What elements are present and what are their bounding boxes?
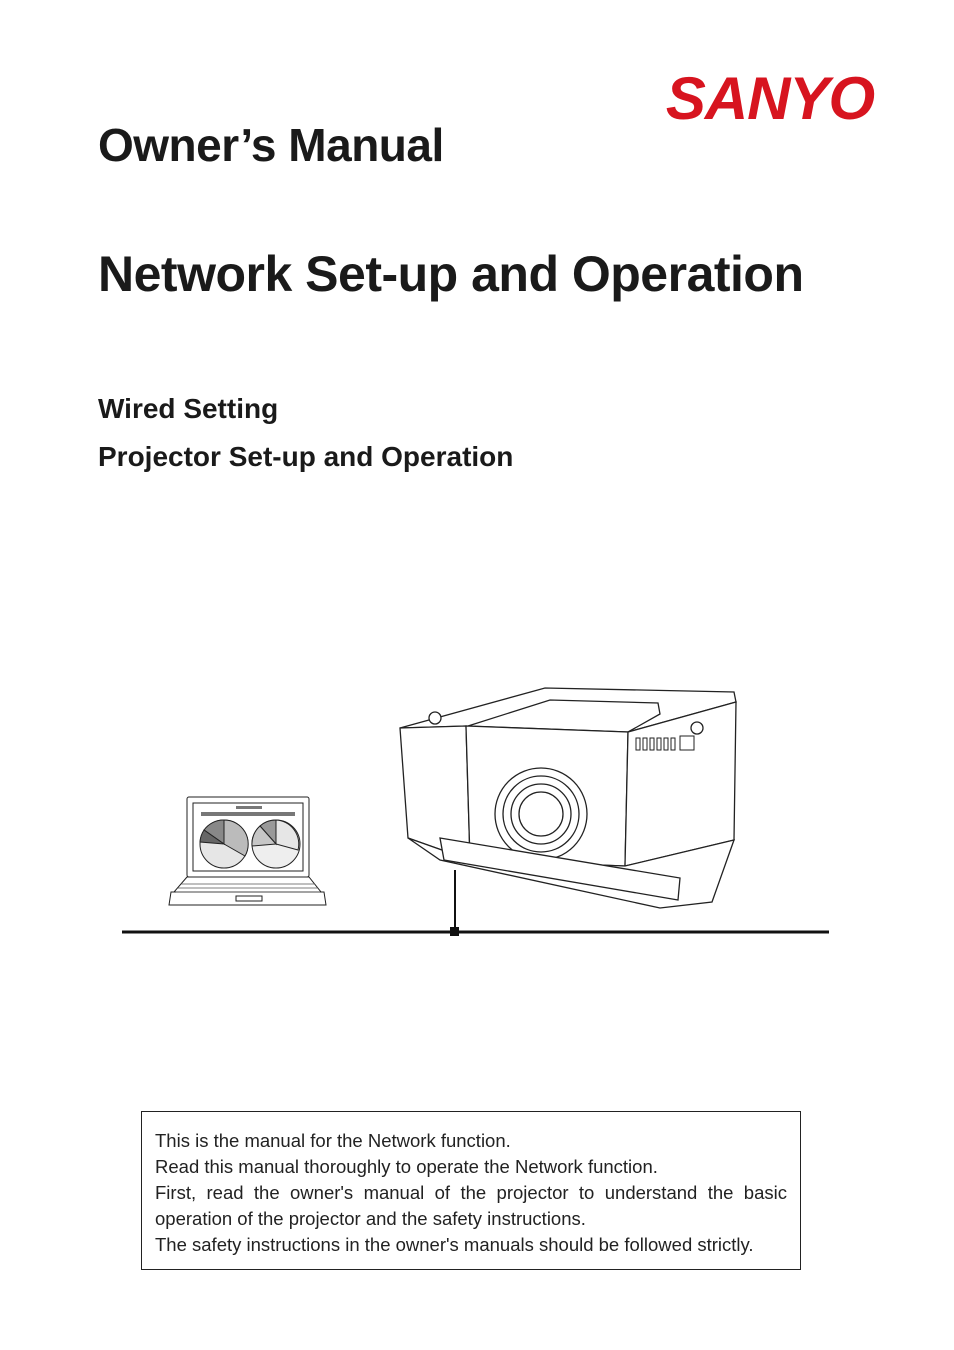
notice-box: This is the manual for the Network funct… (141, 1111, 801, 1270)
network-cable-icon (122, 870, 829, 936)
section-wired-setting: Wired Setting (98, 393, 279, 424)
sanyo-logo: SANYO (648, 58, 892, 140)
notice-line: Read this manual thoroughly to operate t… (155, 1156, 658, 1177)
logo-text: SANYO (665, 65, 875, 132)
network-illustration (122, 687, 829, 936)
notice-line: First, read the owner's manual of the pr… (155, 1182, 787, 1229)
notice-line: The safety instructions in the owner's m… (155, 1234, 754, 1255)
laptop-icon (168, 796, 327, 906)
page-title: Owner’s Manual (98, 119, 444, 171)
page-subtitle: Network Set-up and Operation (98, 246, 804, 302)
projector-icon (399, 687, 737, 909)
section-projector-setup: Projector Set-up and Operation (98, 441, 514, 472)
notice-line: This is the manual for the Network funct… (155, 1130, 511, 1151)
